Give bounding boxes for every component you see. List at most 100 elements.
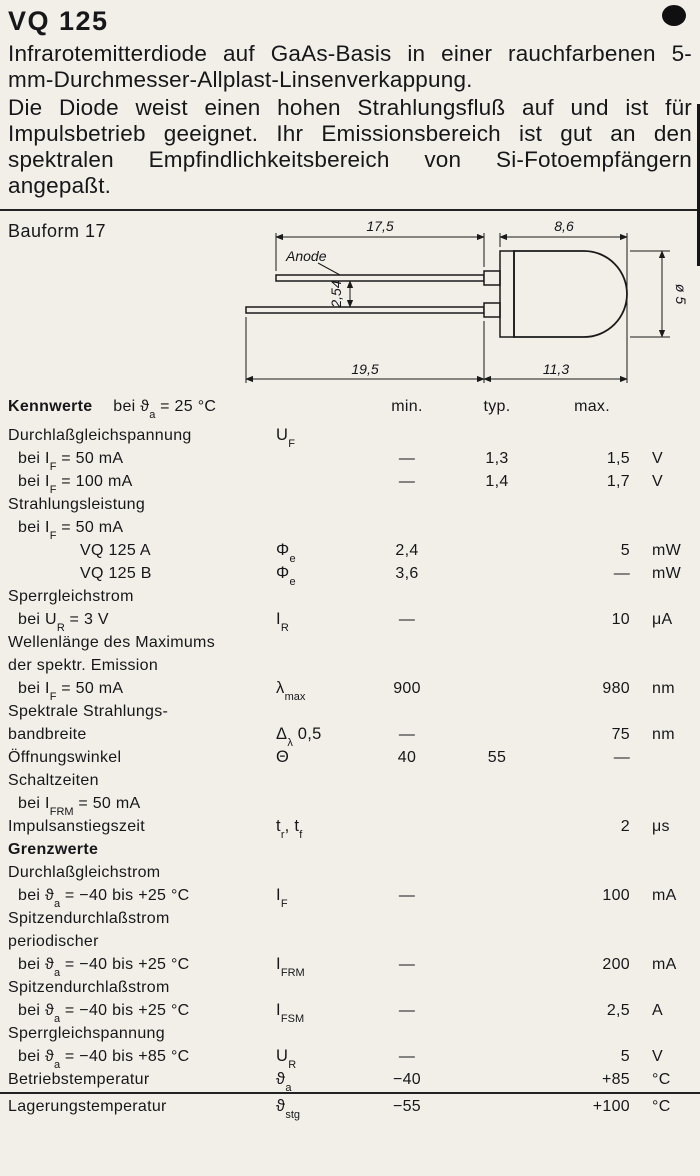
row-unit: nm — [652, 680, 675, 697]
row-label: bei ϑa = −40 bis +85 °C — [18, 1048, 190, 1072]
table-row: bei IF = 100 mA — 1,4 1,7 V — [8, 470, 692, 497]
row-min: — — [398, 473, 416, 490]
intro-paragraph-1: Infrarotemitterdiode auf GaAs-Basis in e… — [8, 41, 692, 92]
row-symbol: Φe — [276, 541, 296, 566]
anode-lead — [275, 274, 485, 282]
row-max: 980 — [602, 680, 630, 697]
table-row: Sperrgleichspannung — [8, 1022, 692, 1045]
row-max: 2 — [620, 818, 630, 835]
table-row: Durchlaßgleichstrom — [8, 861, 692, 884]
table-row: der spektr. Emission — [8, 654, 692, 677]
table-row: bei IF = 50 mA — [8, 516, 692, 543]
row-max: — — [613, 749, 630, 766]
row-label: bei IF = 50 mA — [18, 450, 124, 474]
row-label: bei IF = 50 mA — [18, 519, 124, 543]
dim-diameter: ø 5 — [673, 284, 689, 304]
page-edge-artifact — [697, 104, 700, 266]
row-min: 2,4 — [395, 542, 419, 559]
row-unit: mW — [652, 542, 682, 559]
table-row: Schaltzeiten — [8, 769, 692, 792]
row-label: bei ϑa = −40 bis +25 °C — [18, 887, 190, 911]
row-max: 200 — [602, 956, 630, 973]
row-max: 5 — [620, 1048, 630, 1065]
table-row: bei IF = 50 mA λmax 900 980 nm — [8, 677, 692, 704]
dim-11-3: 11,3 — [543, 361, 569, 377]
row-unit: V — [652, 1048, 663, 1065]
row-unit: °C — [652, 1071, 671, 1088]
row-min: 3,6 — [395, 565, 419, 582]
page-title: VQ 125 — [8, 6, 109, 36]
row-unit: A — [652, 1002, 663, 1019]
anode-leader-line — [317, 262, 341, 276]
row-symbol: λmax — [276, 679, 306, 704]
row-symbol: Θ — [276, 748, 290, 766]
row-label: bei UR = 3 V — [18, 611, 109, 635]
row-unit: mA — [652, 956, 677, 973]
row-label: Impulsanstiegszeit — [8, 818, 146, 835]
row-label: Durchlaßgleichstrom — [8, 864, 161, 881]
row-symbol: IF — [276, 886, 288, 911]
row-symbol: Δλ 0,5 — [276, 725, 322, 750]
bauform-label: Bauform 17 — [8, 221, 107, 241]
row-unit: °C — [652, 1098, 671, 1115]
row-label: VQ 125 A — [80, 542, 151, 559]
row-min: — — [398, 1048, 416, 1065]
row-label: bandbreite — [8, 726, 87, 743]
row-label: Grenzwerte — [8, 841, 99, 858]
row-label: Lagerungstemperatur — [8, 1098, 167, 1115]
row-max: +100 — [592, 1098, 630, 1115]
row-min: — — [398, 450, 416, 467]
cathode-lead-tab — [483, 302, 501, 318]
row-max: 5 — [620, 542, 630, 559]
row-unit: nm — [652, 726, 675, 743]
table-header-typ: typ. — [483, 398, 511, 415]
table-header-max: max. — [574, 398, 610, 415]
row-symbol: ϑa — [276, 1070, 292, 1095]
row-unit: μA — [652, 611, 673, 628]
table-row: Spitzendurchlaßstrom — [8, 907, 692, 930]
table-header-min: min. — [391, 398, 423, 415]
row-label: periodischer — [8, 933, 99, 950]
row-symbol: IFRM — [276, 955, 305, 980]
row-label: bei ϑa = −40 bis +25 °C — [18, 956, 190, 980]
bauform-section: Bauform 17 — [8, 215, 692, 393]
row-symbol: IR — [276, 610, 289, 635]
row-unit: μs — [652, 818, 670, 835]
spec-table: Kennwerte bei ϑa = 25 °C min. typ. max. … — [0, 395, 700, 1121]
row-typ: 1,4 — [485, 473, 509, 490]
row-typ: 1,3 — [485, 450, 509, 467]
table-row: Grenzwerte — [8, 838, 692, 861]
row-symbol: UF — [276, 426, 295, 451]
dim-8-6: 8,6 — [554, 218, 574, 234]
row-min: 900 — [393, 680, 421, 697]
row-max: — — [613, 565, 630, 582]
row-label: der spektr. Emission — [8, 657, 159, 674]
row-label: bei IF = 100 mA — [18, 473, 133, 497]
table-row: Wellenlänge des Maximums — [8, 631, 692, 654]
row-label: bei ϑa = −40 bis +25 °C — [18, 1002, 190, 1026]
row-label: Sperrgleichstrom — [8, 588, 134, 605]
row-unit: mW — [652, 565, 682, 582]
row-max: 1,7 — [606, 473, 630, 490]
row-unit: V — [652, 473, 663, 490]
row-label: Durchlaßgleichspannung — [8, 427, 192, 444]
package-dome — [513, 250, 628, 338]
row-symbol: UR — [276, 1047, 297, 1072]
spec-table-rows: Durchlaßgleichspannung UF bei IF = 50 mA — 1… — [0, 424, 700, 1121]
row-unit: V — [652, 450, 663, 467]
row-label: bei IF = 50 mA — [18, 680, 124, 704]
row-min: — — [398, 726, 416, 743]
dim-2-54: 2,54 — [328, 280, 344, 308]
scan-dot-artifact — [662, 5, 686, 26]
row-label: Öffnungswinkel — [8, 749, 122, 766]
anode-label: Anode — [285, 248, 327, 264]
